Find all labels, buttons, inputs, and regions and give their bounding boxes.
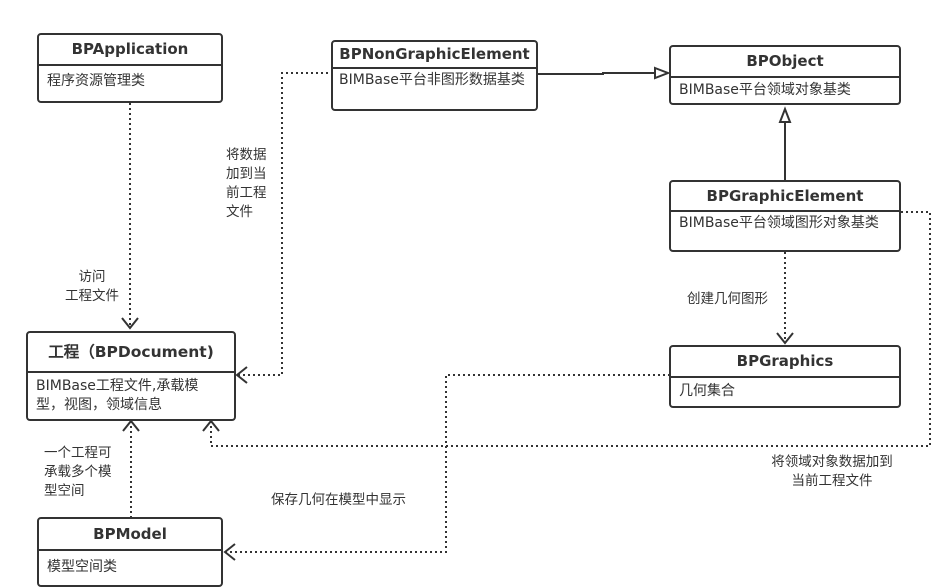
link-save-geometry	[225, 374, 670, 553]
arrow-head-save-geometry	[223, 543, 236, 561]
label-add-domain-data: 将领域对象数据加到 当前工程文件	[771, 454, 893, 489]
class-bpgraphicelement[interactable]: BPGraphicElement BIMBase平台领域图形对象基类	[669, 180, 901, 252]
class-name: BPGraphicElement	[671, 182, 899, 212]
arrow-head-add-data	[235, 366, 248, 384]
label-save-geometry: 保存几何在模型中显示	[271, 492, 406, 508]
class-name: BPObject	[671, 47, 899, 78]
class-bpmodel[interactable]: BPModel 模型空间类	[37, 517, 223, 587]
label-access-project: 访问 工程文件	[65, 269, 119, 304]
label-multi-models: 一个工程可 承载多个模 型空间	[44, 445, 112, 499]
class-bpnongraphicelement[interactable]: BPNonGraphicElement BIMBase平台非图形数据基类	[331, 40, 538, 111]
class-name: BPApplication	[39, 35, 221, 66]
class-description: 几何集合	[679, 383, 735, 399]
arrow-head-inherit-graphic	[778, 106, 792, 123]
class-bpobject[interactable]: BPObject BIMBase平台领域对象基类	[669, 45, 901, 105]
label-create-geometry: 创建几何图形	[687, 291, 768, 307]
class-bpgraphics[interactable]: BPGraphics 几何集合	[669, 345, 901, 408]
link-inherit-nongraphic	[537, 72, 655, 75]
class-name: 工程（BPDocument)	[28, 333, 234, 373]
arrow-head-add-domain-data	[202, 419, 220, 432]
class-description: 程序资源管理类	[47, 73, 145, 89]
arrow-head-inherit-nongraphic	[654, 66, 671, 80]
arrow-head-access-project	[121, 317, 139, 330]
class-name: BPModel	[39, 519, 221, 551]
class-bpapplication[interactable]: BPApplication 程序资源管理类	[37, 33, 223, 103]
class-description: BIMBase工程文件,承载模型，视图，领域信息	[36, 378, 199, 413]
class-bpdocument[interactable]: 工程（BPDocument) BIMBase工程文件,承载模型，视图，领域信息	[26, 331, 236, 421]
class-description: 模型空间类	[47, 559, 117, 575]
link-add-domain-data	[210, 211, 931, 447]
arrow-head-create-geometry	[776, 332, 794, 345]
class-name: BPGraphics	[671, 347, 899, 378]
arrow-head-multi-models	[122, 419, 140, 432]
class-description: BIMBase平台非图形数据基类	[339, 72, 525, 88]
class-description: BIMBase平台领域图形对象基类	[679, 215, 879, 231]
link-add-data	[237, 72, 333, 376]
class-name: BPNonGraphicElement	[333, 42, 536, 69]
label-add-data: 将数据 加到当 前工程 文件	[226, 147, 267, 220]
class-description: BIMBase平台领域对象基类	[679, 82, 851, 98]
